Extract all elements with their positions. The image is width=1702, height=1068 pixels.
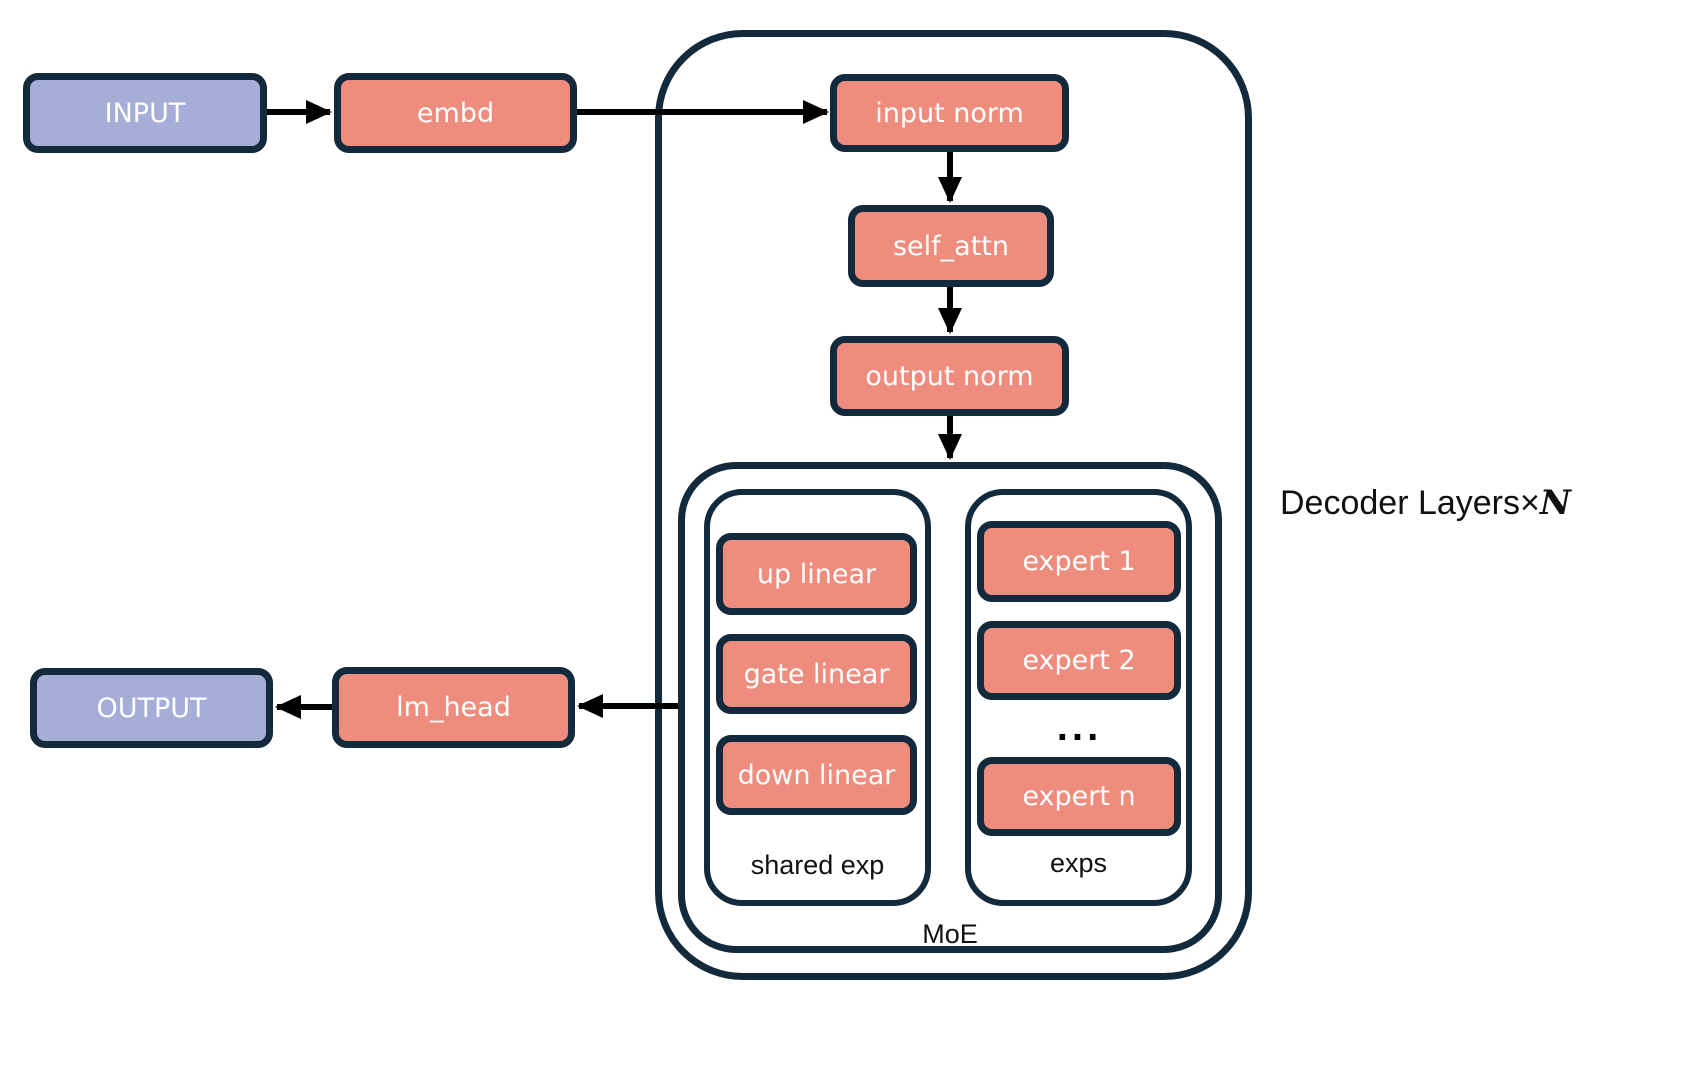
exps-label: exps (1049, 848, 1108, 878)
expert-1-node: expert 1 (977, 521, 1181, 602)
embd-node: embd (334, 73, 577, 153)
gate-linear-node: gate linear (716, 634, 917, 714)
expert-2-node: expert 2 (977, 621, 1181, 700)
up-linear-node: up linear (716, 533, 917, 615)
output-norm-node: output norm (830, 336, 1069, 416)
n-variable: N (1539, 483, 1571, 523)
times-symbol: × (1520, 484, 1540, 522)
input-norm-node: input norm (830, 74, 1069, 152)
decoder-layers-text: Decoder Layers (1280, 484, 1521, 522)
expert-n-node: expert n (977, 757, 1181, 836)
self-attn-node: self_attn (848, 205, 1054, 287)
moe-label: MoE (922, 919, 978, 949)
shared-exp-label: shared exp (750, 850, 885, 880)
lm-head-node: lm_head (332, 667, 575, 748)
decoder-layers-title: Decoder Layers×N (1280, 483, 1571, 523)
experts-ellipsis: ... (1056, 710, 1102, 748)
output-node: OUTPUT (30, 668, 273, 748)
input-node: INPUT (23, 73, 267, 153)
down-linear-node: down linear (716, 735, 917, 815)
